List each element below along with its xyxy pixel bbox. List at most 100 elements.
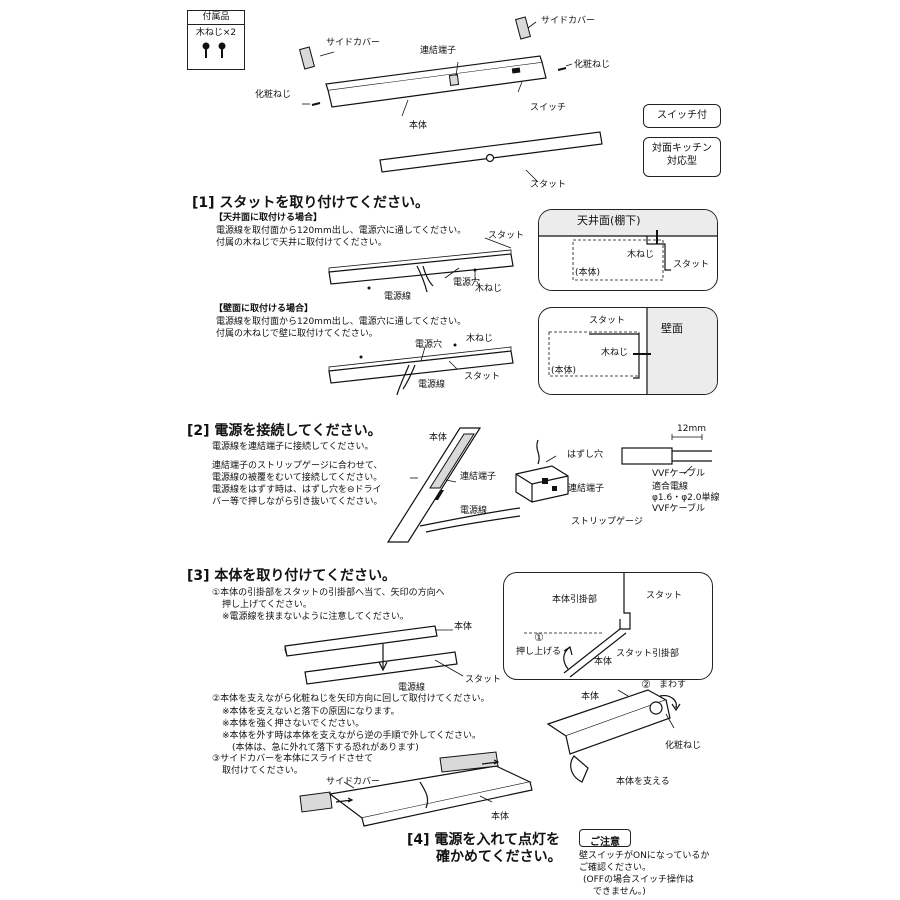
label-decorative-screw-right: 化粧ねじ [574,60,611,70]
hook-detail-num: ① [534,631,544,644]
wood-screw-icon [202,42,226,58]
step2-dim: 12mm [677,424,706,434]
label-body: 本体 [409,121,428,131]
ceiling-detail-body: (本体) [575,268,601,278]
wall-detail-wood-screw: 木ねじ [601,348,629,358]
step3-label-body2: 本体 [581,692,600,702]
step1-ceiling-subheading: 【天井面に取付ける場合】 [214,213,323,223]
kitchen-model-badge: 対面キッチン 対応型 [643,137,721,177]
step2-label-strip-gauge: ストリップゲージ [571,517,643,527]
caution-line4: できません。) [593,887,646,897]
vvf-cable-drawing [621,434,712,475]
step3-line10: 取付けてください。 [222,766,303,776]
step3-label-power-line: 電源線 [398,683,426,693]
label-side-cover-right: サイドカバー [541,16,596,26]
step2-label-release-hole: はずし穴 [567,450,604,460]
step2-line5: バー等で押しながら引き抜いてください。 [212,497,383,507]
step3-label-deco-screw: 化粧ねじ [665,741,702,751]
step2-line3: 電源線の被覆をむいて接続してください。 [212,473,383,483]
step2-label-vvf: VVFケーブル [652,469,705,479]
step3-line1: ①本体の引掛部をスタットの引掛部へ当て、矢印の方向へ [212,588,445,598]
fixture-overview-drawing [298,16,603,183]
step2-compat-line1: φ1.6・φ2.0単線 [652,493,720,503]
step1-ceiling-line2: 付属の木ねじで天井に取付けてください。 [216,238,387,248]
step3-line5: ※本体を支えないと落下の原因になります。 [222,707,400,717]
step2-label-body: 本体 [429,433,448,443]
hook-detail-body: 本体 [594,657,613,667]
step3-label-num2: ② [641,678,651,691]
label-decorative-screw-left: 化粧ねじ [255,90,292,100]
step3-label-body3: 本体 [491,812,510,822]
ceiling-detail-title: 天井面(棚下) [577,214,641,227]
step4-heading-line1: [4] 電源を入れて点灯を [407,832,560,848]
step3-label-turn: まわす [659,680,687,690]
step1-wall-line2: 付属の木ねじで壁に取付けてください。 [216,329,378,339]
wall-detail-title: 壁面 [661,322,683,335]
wall-stud-drawing [328,343,514,396]
label-switch: スイッチ [530,103,567,113]
step2-label-power-line: 電源線 [460,506,488,516]
wall-detail-panel: 壁面 スタット 木ねじ (本体) [538,307,718,395]
connector-drawing [515,439,569,503]
step3-label-support: 本体を支える [616,777,670,787]
step3-line4: ②本体を支えながら化粧ねじを矢印方向に回して取付けてください。 [212,694,490,704]
label-stud: スタット [530,180,567,190]
step3-line2: 押し上げてください。 [222,600,312,610]
step1-ceiling-label-power-hole: 電源穴 [453,278,481,288]
ceiling-stud-drawing [328,237,514,293]
step1-ceiling-label-wood-screw: 木ねじ [475,284,503,294]
step1-wall-label-wood-screw: 木ねじ [466,334,494,344]
step4-heading-line2: 確かめてください。 [436,849,562,865]
step1-ceiling-line1: 電源線を取付面から120mm出し、電源穴に通してください。 [216,226,467,236]
step3-line7: ※本体を外す時は本体を支えながら逆の手順で外してください。 [222,731,482,741]
step3-line8: (本体は、急に外れて落下する恐れがあります) [232,743,419,753]
ceiling-detail-wood-screw: 木ねじ [627,250,655,260]
step1-wall-subheading: 【壁面に取付ける場合】 [214,304,314,314]
kitchen-model-line2: 対応型 [667,156,697,167]
hook-detail-drawing [524,573,631,678]
label-side-cover-left: サイドカバー [326,38,381,48]
hook-detail-body-hook: 本体引掛部 [552,595,598,605]
step3-line6: ※本体を強く押さないでください。 [222,719,365,729]
caution-line3: (OFFの場合スイッチ操作は [583,875,694,885]
step1-wall-label-power-hole: 電源穴 [415,340,443,350]
step3-label-body: 本体 [454,622,473,632]
step2-compat-line2: VVFケーブル [652,504,705,514]
step3-screw-drawing [546,689,681,783]
step1-wall-line1: 電源線を取付面から120mm出し、電源穴に通してください。 [216,317,467,327]
step2-compat-title: 適合電線 [652,482,689,492]
ceiling-hatch [539,210,717,281]
step3-line9: ③サイドカバーを本体にスライドさせて [212,754,374,764]
caution-line2: ご確認ください。 [579,863,652,873]
caution-title-box: ご注意 [579,829,631,848]
step2-label-connector: 連結端子 [460,472,497,482]
step1-ceiling-label-stud: スタット [488,231,525,241]
step3-line3: ※電源線を挟まないように注意してください。 [222,612,409,622]
switch-model-badge: スイッチ付 [643,104,721,128]
caution-title: ご注意 [590,837,620,848]
step3-sidecover-drawing [299,751,533,827]
switch-model-label: スイッチ付 [657,110,707,121]
step3-label-stud: スタット [465,675,502,685]
step2-body-drawing [386,427,521,543]
step2-label-connector2: 連結端子 [568,484,605,494]
hook-detail-push: 押し上げる [516,647,562,657]
step1-wall-label-stud: スタット [464,372,501,382]
ceiling-detail-stud: スタット [673,260,710,270]
step1-ceiling-label-power-line: 電源線 [384,292,412,302]
step3-label-side-cover: サイドカバー [326,777,381,787]
hook-detail-stud: スタット [646,591,683,601]
kitchen-model-line1: 対面キッチン [652,143,712,154]
step1-wall-label-power-line: 電源線 [418,380,446,390]
caution-line1: 壁スイッチがONになっているか [579,851,710,861]
step2-heading: [2] 電源を接続してください。 [187,423,382,439]
accessories-item: 木ねじ×2 [195,28,237,38]
step3-heading: [3] 本体を取り付けてください。 [187,568,396,584]
step3-mount-drawing [284,625,464,685]
step3-hook-detail-panel: 本体引掛部 スタット ① 押し上げる 本体 スタット引掛部 [503,572,713,680]
step2-line4: 電源線をはずす時は、はずし穴を⊖ドライ [212,485,382,495]
wall-detail-body: (本体) [551,366,577,376]
wall-hatch [548,308,717,394]
accessories-title: 付属品 [188,11,244,25]
label-connector: 連結端子 [420,46,457,56]
